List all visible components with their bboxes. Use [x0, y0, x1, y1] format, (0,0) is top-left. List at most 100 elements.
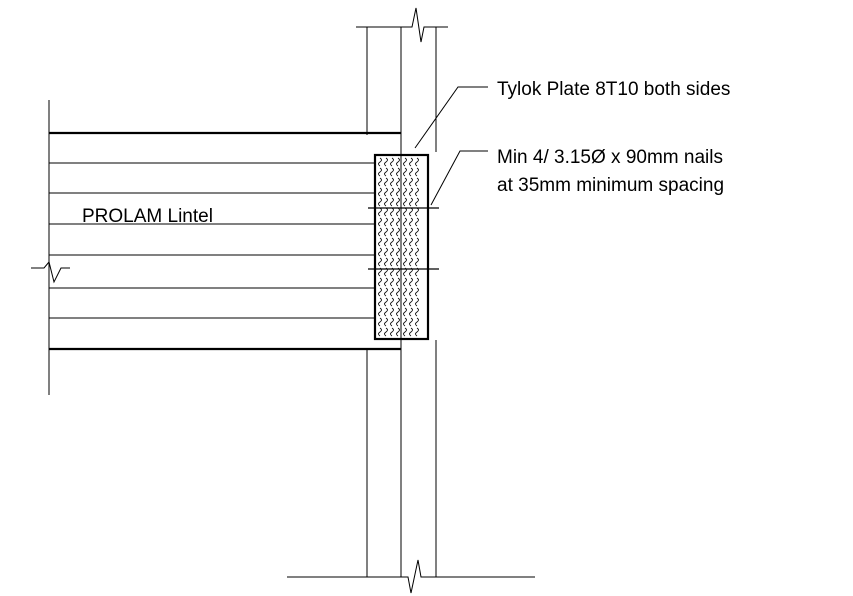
- plate-tooth: [378, 287, 382, 297]
- plate-tooth: [403, 237, 407, 247]
- plate-tooth: [409, 307, 413, 317]
- plate-tooth: [378, 327, 382, 337]
- plate-teeth-pattern: [378, 157, 419, 337]
- plate-tooth: [390, 317, 394, 327]
- plate-tooth: [403, 167, 407, 177]
- plate-tooth: [415, 287, 419, 297]
- plate-tooth: [415, 297, 419, 307]
- nails-leader: [430, 150, 488, 206]
- plate-tooth: [378, 217, 382, 227]
- plate-tooth: [390, 217, 394, 227]
- plate-tooth: [403, 187, 407, 197]
- plate-tooth: [409, 237, 413, 247]
- plate-tooth: [415, 327, 419, 337]
- plate-tooth: [396, 177, 400, 187]
- plate-tooth: [396, 237, 400, 247]
- plate-tooth: [390, 207, 394, 217]
- plate-tooth: [409, 167, 413, 177]
- plate-tooth: [409, 257, 413, 267]
- plate-tooth: [403, 317, 407, 327]
- nail-markers: [368, 207, 439, 270]
- plate-tooth: [396, 167, 400, 177]
- plate-tooth: [415, 257, 419, 267]
- plate-tooth: [396, 307, 400, 317]
- plate-tooth: [415, 167, 419, 177]
- plate-tooth: [384, 217, 388, 227]
- plate-tooth: [390, 287, 394, 297]
- plate-tooth: [390, 237, 394, 247]
- plate-tooth: [390, 257, 394, 267]
- top-break-line: [356, 7, 448, 43]
- plate-tooth: [396, 227, 400, 237]
- plate-tooth: [415, 217, 419, 227]
- plate-tooth: [384, 297, 388, 307]
- plate-tooth: [390, 327, 394, 337]
- plate-tooth: [378, 317, 382, 327]
- plate-tooth: [378, 227, 382, 237]
- plate-tooth: [378, 237, 382, 247]
- plate-tooth: [390, 247, 394, 257]
- plate-tooth: [396, 197, 400, 207]
- plate-tooth: [378, 167, 382, 177]
- plate-tooth: [396, 207, 400, 217]
- plate-tooth: [390, 277, 394, 287]
- plate-tooth: [384, 247, 388, 257]
- plate-tooth: [384, 237, 388, 247]
- plate-tooth: [378, 247, 382, 257]
- plate-tooth: [396, 157, 400, 167]
- vertical-post: [366, 27, 437, 577]
- plate-tooth: [415, 177, 419, 187]
- plate-tooth: [396, 287, 400, 297]
- plate-tooth: [409, 247, 413, 257]
- plate-tooth: [409, 217, 413, 227]
- plate-tooth: [403, 197, 407, 207]
- plate-tooth: [409, 207, 413, 217]
- lintel-label: PROLAM Lintel: [82, 206, 213, 227]
- plate-tooth: [384, 207, 388, 217]
- bottom-break-line: [287, 559, 535, 594]
- plate-tooth: [384, 197, 388, 207]
- plate-label: Tylok Plate 8T10 both sides: [497, 79, 730, 100]
- plate-tooth: [409, 197, 413, 207]
- nails-label-line2: at 35mm minimum spacing: [497, 175, 724, 196]
- plate-tooth: [378, 197, 382, 207]
- plate-tooth: [378, 277, 382, 287]
- plate-tooth: [396, 217, 400, 227]
- plate-tooth: [403, 217, 407, 227]
- plate-tooth: [384, 157, 388, 167]
- plate-tooth: [409, 297, 413, 307]
- plate-tooth: [403, 227, 407, 237]
- plate-tooth: [409, 327, 413, 337]
- plate-tooth: [403, 207, 407, 217]
- plate-tooth: [378, 187, 382, 197]
- plate-tooth: [378, 297, 382, 307]
- lintel: [31, 100, 401, 395]
- plate-tooth: [415, 237, 419, 247]
- plate-tooth: [396, 277, 400, 287]
- leader-lines: [414, 86, 488, 206]
- plate-tooth: [390, 187, 394, 197]
- plate-tooth: [403, 287, 407, 297]
- plate-tooth: [403, 297, 407, 307]
- plate-tooth: [415, 197, 419, 207]
- plate-tooth: [396, 317, 400, 327]
- plate-tooth: [390, 167, 394, 177]
- plate-tooth: [378, 257, 382, 267]
- plate-tooth: [415, 307, 419, 317]
- plate-tooth: [390, 197, 394, 207]
- plate-tooth: [409, 317, 413, 327]
- plate-tooth: [403, 177, 407, 187]
- nails-label-line1: Min 4/ 3.15Ø x 90mm nails: [497, 147, 723, 168]
- plate-tooth: [390, 297, 394, 307]
- plate-tooth: [403, 277, 407, 287]
- plate-tooth: [403, 247, 407, 257]
- plate-tooth: [403, 157, 407, 167]
- plate-tooth: [415, 227, 419, 237]
- tylok-plate: [373, 153, 430, 341]
- plate-tooth: [384, 327, 388, 337]
- plate-tooth: [403, 257, 407, 267]
- plate-tooth: [415, 157, 419, 167]
- plate-tooth: [384, 187, 388, 197]
- plate-tooth: [396, 257, 400, 267]
